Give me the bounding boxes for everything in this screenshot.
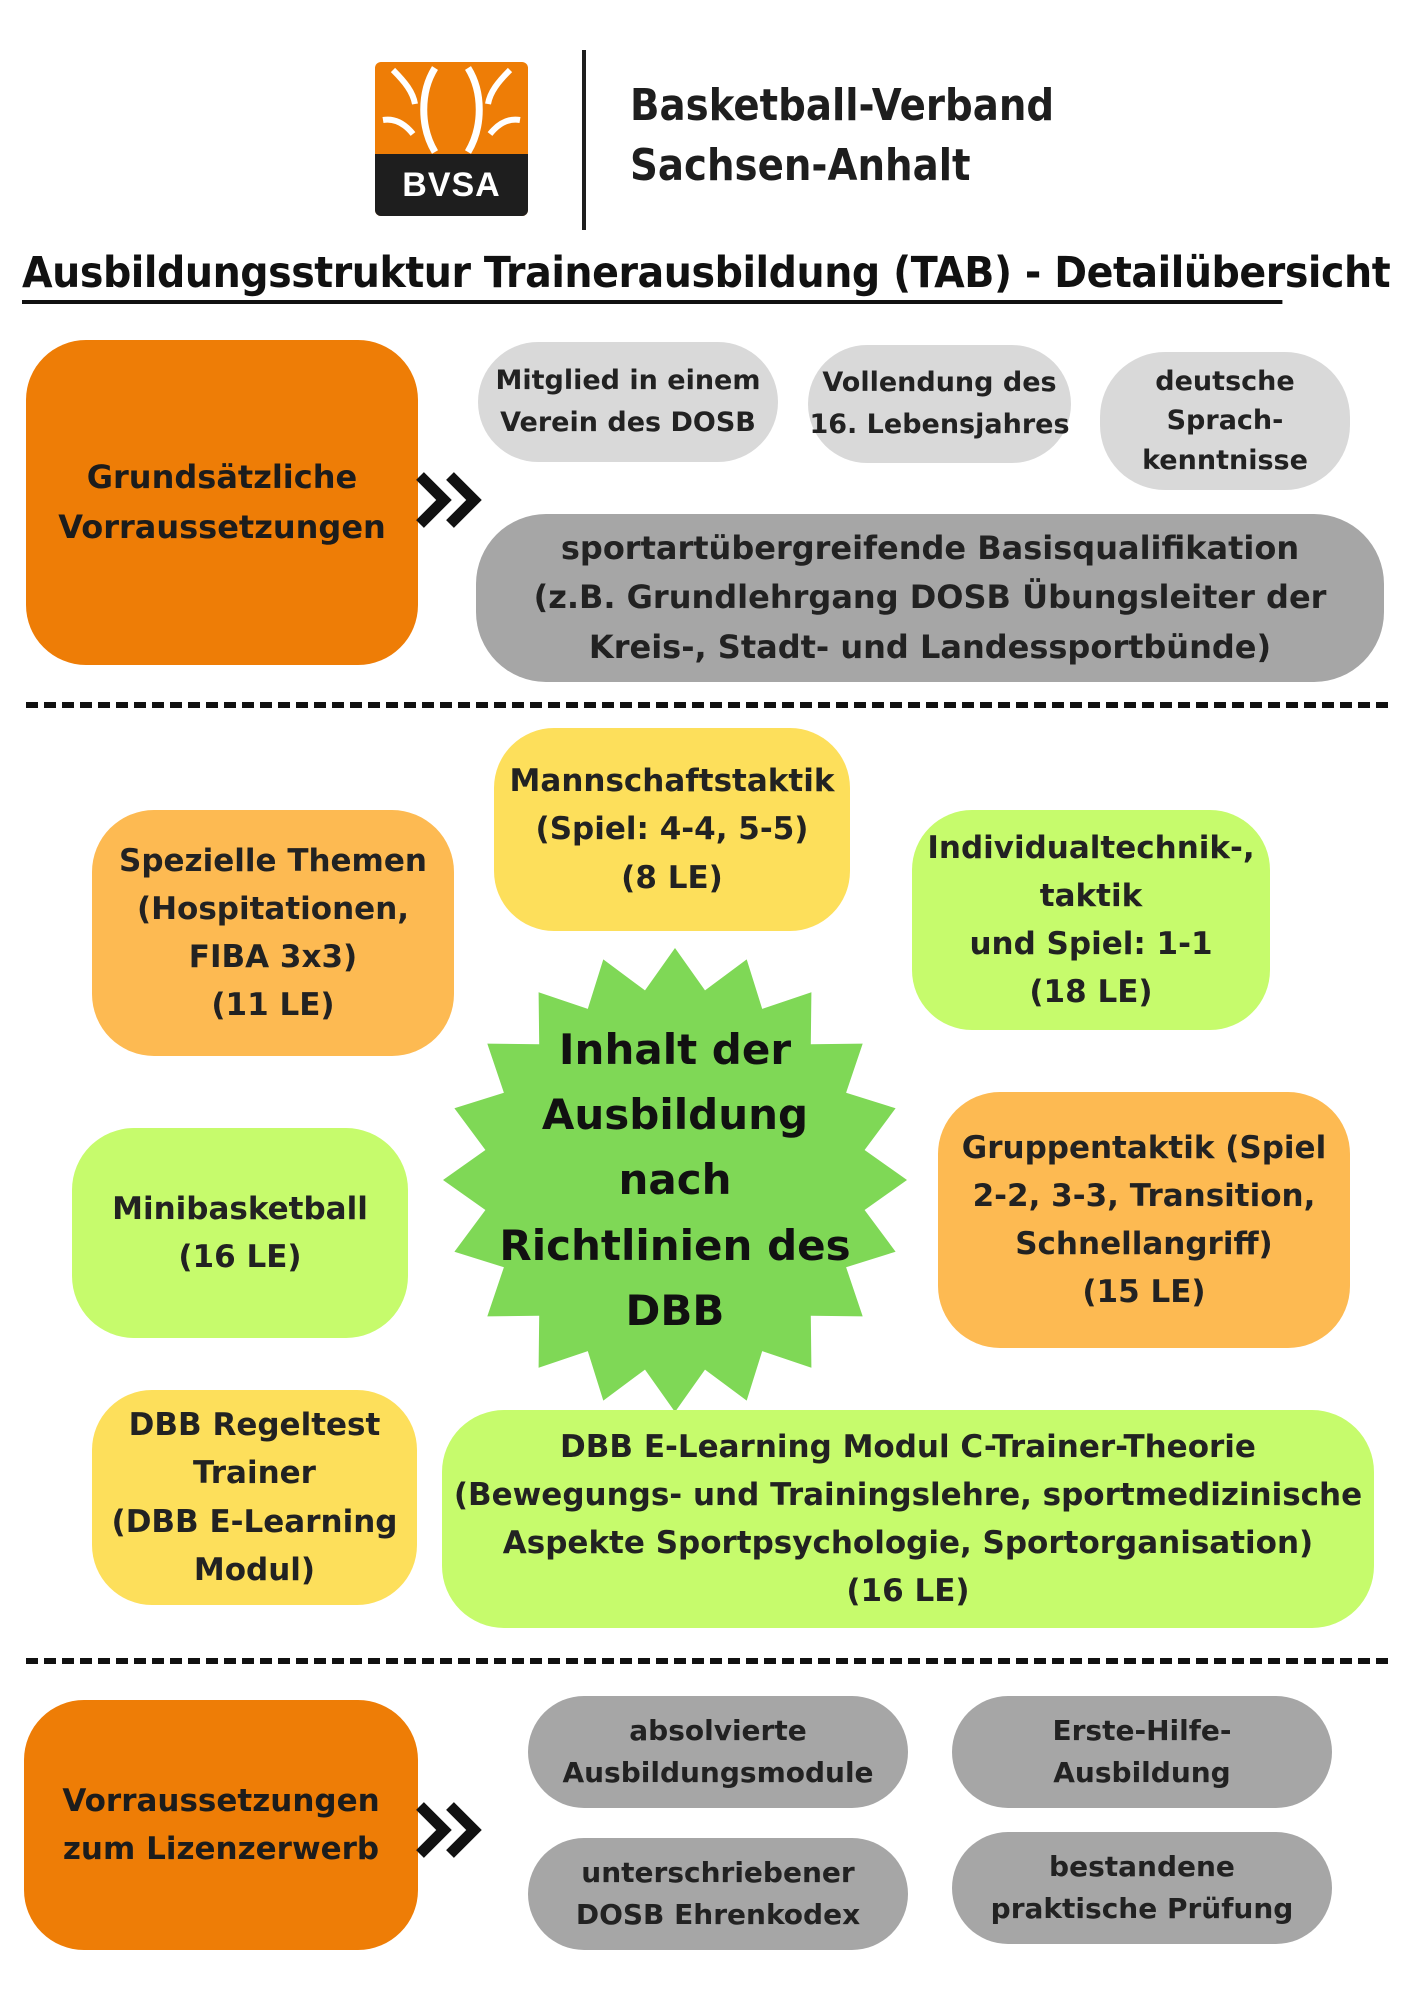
- content-starburst: [443, 948, 907, 1412]
- practical-exam-box: bestandene praktische Prüfung: [952, 1832, 1332, 1944]
- bvsa-logo: BVSA: [375, 62, 528, 216]
- requirement-language: deutsche Sprach- kenntnisse: [1100, 352, 1350, 490]
- org-name-line2: Sachsen-Anhalt: [630, 140, 971, 191]
- header-divider: [582, 50, 586, 230]
- section-divider-2: [26, 1658, 1388, 1664]
- basic-requirements-box: Grundsätzliche Vorraussetzungen: [26, 340, 418, 665]
- special-topics-box: Spezielle Themen (Hospitationen, FIBA 3x…: [92, 810, 454, 1056]
- section-divider-1: [26, 702, 1388, 708]
- completed-modules-box: absolvierte Ausbildungsmodule: [528, 1696, 908, 1808]
- page-title: Ausbildungsstruktur Trainerausbildung (T…: [22, 248, 1391, 304]
- rules-test-box: DBB Regeltest Trainer (DBB E-Learning Mo…: [92, 1390, 417, 1605]
- basis-qualification-box: sportartübergreifende Basisqualifikation…: [476, 514, 1384, 682]
- double-chevron-right-icon: [416, 1802, 482, 1858]
- org-name-line1: Basketball-Verband: [630, 80, 1055, 131]
- minibasketball-box: Minibasketball (16 LE): [72, 1128, 408, 1338]
- basketball-logo-icon: [375, 62, 528, 216]
- first-aid-box: Erste-Hilfe- Ausbildung: [952, 1696, 1332, 1808]
- honor-code-box: unterschriebener DOSB Ehrenkodex: [528, 1838, 908, 1950]
- group-tactics-box: Gruppentaktik (Spiel 2-2, 3-3, Transitio…: [938, 1092, 1350, 1348]
- requirement-age: Vollendung des 16. Lebensjahres: [808, 345, 1071, 463]
- logo-text: BVSA: [402, 166, 501, 204]
- double-chevron-right-icon: [416, 472, 482, 528]
- requirement-membership: Mitglied in einem Verein des DOSB: [478, 342, 778, 462]
- license-requirements-box: Vorraussetzungen zum Lizenzerwerb: [24, 1700, 418, 1950]
- team-tactics-box: Mannschaftstaktik (Spiel: 4-4, 5-5) (8 L…: [494, 728, 850, 931]
- elearning-theory-box: DBB E-Learning Modul C-Trainer-Theorie (…: [442, 1410, 1374, 1628]
- training-content-center: Inhalt der Ausbildung nach Richtlinien d…: [499, 1025, 851, 1335]
- individual-technique-box: Individualtechnik-, taktik und Spiel: 1-…: [912, 810, 1270, 1030]
